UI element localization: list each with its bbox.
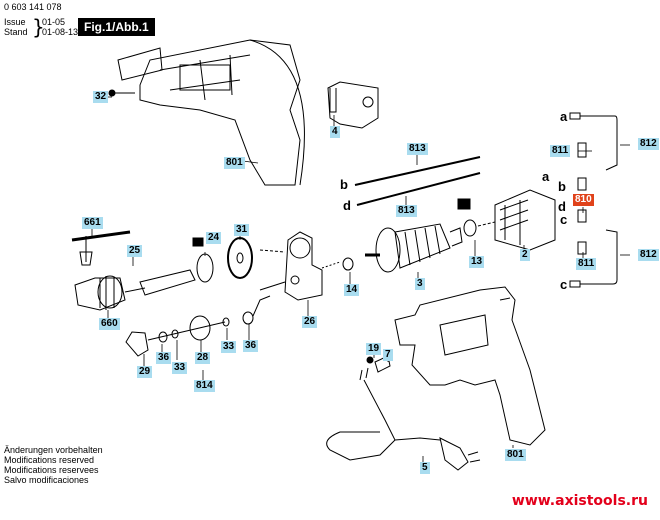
part-label-3: 3	[415, 278, 425, 290]
part-label-32: 32	[93, 91, 109, 103]
part-number: 0 603 141 078	[4, 2, 62, 12]
assembled-drill-drawing	[394, 286, 546, 446]
armature-drawing	[365, 223, 463, 273]
part-label-812: 812	[638, 249, 659, 261]
chuck-drawing	[74, 275, 146, 311]
part-label-19: 19	[366, 343, 382, 355]
part-label-33: 33	[221, 341, 237, 353]
small-part-drawing	[457, 198, 471, 210]
bearing-drawing	[192, 237, 214, 283]
part-label-811: 811	[550, 145, 571, 157]
wire-letter-d: d	[558, 199, 566, 214]
part-label-660: 660	[99, 318, 120, 330]
issue-value: 01-05	[42, 17, 66, 27]
leader-lines	[91, 96, 630, 462]
part-label-4: 4	[330, 126, 340, 138]
bearing-13-drawing	[463, 219, 477, 237]
note-de: Änderungen vorbehalten	[4, 445, 103, 455]
part-label-33: 33	[172, 362, 188, 374]
part-label-24: 24	[206, 232, 222, 244]
part-label-31: 31	[234, 224, 250, 236]
part-label-36: 36	[156, 352, 172, 364]
part-label-13: 13	[469, 256, 485, 268]
part-label-801: 801	[505, 449, 526, 461]
part-label-25: 25	[127, 245, 143, 257]
note-en: Modifications reserved	[4, 455, 95, 465]
part-label-5: 5	[420, 462, 430, 474]
wire-letter-b: b	[558, 179, 566, 194]
housing-half-drawing	[108, 39, 305, 186]
note-fr: Modifications reservees	[4, 465, 99, 475]
part-label-813: 813	[407, 143, 428, 155]
chuck-key-drawing	[71, 230, 131, 266]
rods-drawing	[354, 156, 481, 206]
gear-train-drawing	[125, 295, 271, 357]
wires-drawing	[569, 112, 618, 288]
part-label-812: 812	[638, 138, 659, 150]
part-label-661: 661	[82, 217, 103, 229]
gear-drawing	[227, 237, 253, 279]
part-label-7: 7	[383, 349, 393, 361]
screw-drawing	[366, 356, 374, 364]
modification-notes: Änderungen vorbehalten Modifications res…	[4, 445, 103, 485]
wire-letter-b: b	[340, 177, 348, 192]
part-label-813: 813	[396, 205, 417, 217]
part-label-26: 26	[302, 316, 318, 328]
part-label-36: 36	[243, 340, 259, 352]
brace-glyph: }	[32, 15, 45, 39]
cord-drawing	[326, 367, 481, 471]
gear-housing-drawing	[259, 231, 323, 301]
switch-drawing	[327, 81, 379, 129]
part-label-14: 14	[344, 284, 360, 296]
part-label-29: 29	[137, 366, 153, 378]
wire-letter-a: a	[542, 169, 550, 184]
part-label-810: 810	[573, 194, 594, 206]
issue-label: Issue	[4, 17, 26, 27]
brushes-drawing	[577, 142, 587, 255]
wire-letter-c: c	[560, 277, 568, 292]
wire-letter-a: a	[560, 109, 568, 124]
part-label-811: 811	[576, 258, 597, 270]
note-es: Salvo modificaciones	[4, 475, 89, 485]
bearing-14-drawing	[342, 257, 354, 271]
figure-title: Fig.1/Abb.1	[78, 18, 155, 36]
issue-block: Issue Stand } 01-05 01-08-13	[4, 17, 78, 37]
field-drawing	[494, 189, 556, 251]
spindle-drawing	[139, 269, 196, 296]
wire-letter-d: d	[343, 198, 351, 213]
wire-letter-c: c	[560, 212, 568, 227]
part-label-814: 814	[194, 380, 215, 392]
stand-value: 01-08-13	[42, 27, 79, 37]
part-label-801: 801	[224, 157, 245, 169]
part-label-28: 28	[195, 352, 211, 364]
website-link[interactable]: www.axistools.ru	[511, 493, 648, 509]
stand-label: Stand	[4, 27, 28, 37]
part-label-2: 2	[520, 249, 530, 261]
